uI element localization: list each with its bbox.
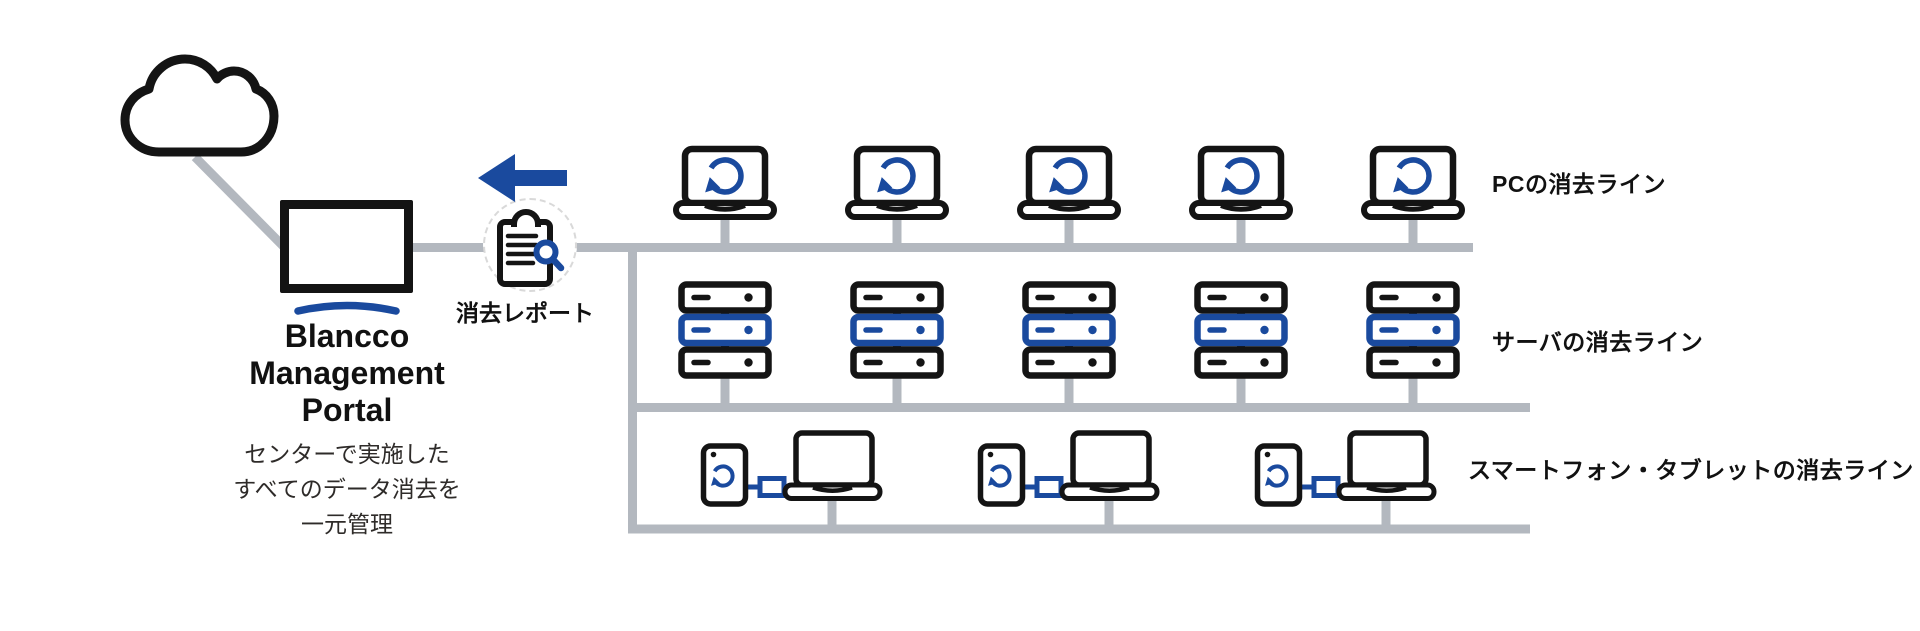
laptop-with-erase-icon [845, 145, 949, 220]
usb-connector-icon [757, 476, 787, 498]
portal-title: Blancco Management Portal [177, 318, 517, 429]
erase-refresh-icon [1393, 157, 1432, 195]
smartphone-icon [700, 443, 749, 507]
portal-description-line: 一元管理 [301, 511, 393, 537]
erase-refresh-icon [877, 157, 916, 195]
server-rack-icon [678, 281, 772, 379]
laptop-icon [1059, 430, 1160, 501]
laptop-icon [782, 430, 883, 501]
laptop-icon [1336, 430, 1437, 501]
magnifier-icon [533, 239, 565, 272]
usb-connector-icon [1034, 476, 1064, 498]
erase-refresh-icon [711, 464, 735, 488]
portal-title-line: Portal [301, 392, 393, 428]
server-rack-icon [1022, 281, 1116, 379]
smartphone-icon [1254, 443, 1303, 507]
smartphone-connected-laptop [1254, 430, 1437, 507]
erase-refresh-icon [1221, 157, 1260, 195]
usb-connector-icon [1311, 476, 1341, 498]
server-rack-icon [850, 281, 944, 379]
smartphone-icon [977, 443, 1026, 507]
cloud-icon [120, 54, 279, 157]
portal-description-line: センターで実施した [244, 441, 450, 467]
monitor-icon [280, 200, 413, 293]
row-label-mobile: スマートフォン・タブレットの消去ライン [1468, 457, 1914, 483]
portal-description-line: すべてのデータ消去を [233, 476, 461, 502]
erase-refresh-icon [705, 157, 744, 195]
swoosh-underline-icon [294, 301, 400, 315]
left-arrow-icon [478, 154, 567, 202]
portal-title-line: Management [249, 355, 445, 391]
erase-refresh-icon [1265, 464, 1289, 488]
portal-title-line: Blancco [284, 318, 410, 354]
server-rack-icon [1194, 281, 1288, 379]
server-rack-icon [1366, 281, 1460, 379]
erase-refresh-icon [1049, 157, 1088, 195]
row-label-pc: PCの消去ライン [1492, 171, 1666, 197]
smartphone-connected-laptop [977, 430, 1160, 507]
smartphone-connected-laptop [700, 430, 883, 507]
laptop-with-erase-icon [1361, 145, 1465, 220]
row-label-server: サーバの消去ライン [1492, 329, 1704, 355]
report-label: 消去レポート [456, 300, 594, 326]
erase-refresh-icon [988, 464, 1012, 488]
laptop-with-erase-icon [673, 145, 777, 220]
portal-description: センターで実施した すべてのデータ消去を 一元管理 [177, 437, 517, 542]
laptop-with-erase-icon [1189, 145, 1293, 220]
erasure-report-clipboard-icon [497, 209, 565, 287]
laptop-with-erase-icon [1017, 145, 1121, 220]
